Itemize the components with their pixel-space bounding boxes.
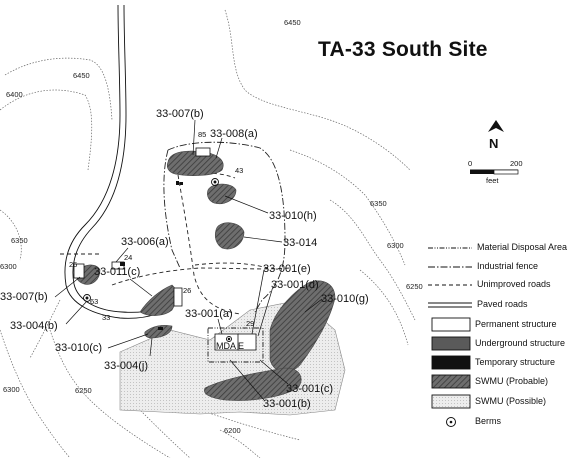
site-label-33-001e: 33-001(e) <box>263 263 311 275</box>
legend-label-temporary: Temporary structure <box>475 357 556 367</box>
contour-6300-bottom <box>0 329 71 458</box>
bldg-num-63: 63 <box>90 297 98 306</box>
bldg-num-85: 85 <box>198 130 206 139</box>
site-label-33-006a: 33-006(a) <box>121 236 169 248</box>
contour-label-6300-left: 6300 <box>0 262 17 271</box>
scale-start: 0 <box>468 159 472 168</box>
site-label-33-010h: 33-010(h) <box>269 210 317 222</box>
contour-label-6300-right: 6300 <box>387 241 404 250</box>
north-label: N <box>489 136 498 151</box>
contour-6350-right <box>289 149 406 266</box>
legend-symbol-swmu-possible <box>431 394 471 409</box>
legend-label-fence: Industrial fence <box>477 261 539 271</box>
legend-symbol-permanent <box>431 317 471 332</box>
contour-label-6350-left: 6350 <box>11 236 28 245</box>
legend-label-underground: Underground structure <box>475 338 566 348</box>
site-label-33-008a: 33-008(a) <box>210 128 258 140</box>
contour-lines <box>0 9 416 458</box>
legend-symbol-swmu-probable <box>431 374 471 389</box>
swmu-010h <box>207 183 237 205</box>
mda-label: MDA E <box>216 341 244 351</box>
swmu-004j <box>144 324 173 339</box>
contour-6400 <box>0 89 93 171</box>
unimproved-roads <box>60 172 291 315</box>
contour-6450-top <box>224 9 411 171</box>
contour-label-6300-bottom: 6300 <box>3 385 20 394</box>
bldg-num-43: 43 <box>235 166 243 175</box>
map-title: TA-33 South Site <box>318 38 488 61</box>
site-label-33-004j: 33-004(j) <box>104 360 148 372</box>
site-label-33-010c: 33-010(c) <box>55 342 102 354</box>
site-label-33-007b-top: 33-007(b) <box>156 108 204 120</box>
permanent-structures <box>73 147 257 351</box>
contour-extra-1 <box>29 299 61 359</box>
bldg-26 <box>173 287 183 307</box>
contour-label-6450-left: 6450 <box>73 71 90 80</box>
scale-unit: feet <box>486 176 499 185</box>
site-label-33-010g: 33-010(g) <box>321 293 369 305</box>
north-arrow: N <box>488 120 504 151</box>
scale-end: 200 <box>510 159 523 168</box>
contour-6350-left <box>0 209 22 261</box>
site-label-33-011c: 33-011(c) <box>94 266 140 278</box>
contour-label-6250-right: 6250 <box>406 282 423 291</box>
scale-bar: 0 200 feet <box>468 159 523 185</box>
legend-label-swmu-possible: SWMU (Possible) <box>475 396 547 406</box>
contour-6200-b <box>219 429 261 458</box>
legend-label-berms: Berms <box>475 416 502 426</box>
swmu-011c <box>139 284 177 316</box>
legend-symbols <box>428 247 472 427</box>
bldg-num-29: 29 <box>246 319 254 328</box>
contour-6300-right <box>329 199 416 321</box>
bldg-num-33: 33 <box>102 313 110 322</box>
temporary-structures <box>120 181 183 330</box>
bldg-num-26: 26 <box>183 286 191 295</box>
site-label-33-014: 33-014 <box>283 237 317 249</box>
leader-lines <box>54 119 323 401</box>
bldg-85 <box>195 147 211 157</box>
contour-6250-right <box>359 269 409 346</box>
contour-label-6400: 6400 <box>6 90 23 99</box>
contour-6450-left <box>4 57 113 121</box>
site-label-33-001b: 33-001(b) <box>263 398 311 410</box>
legend-symbol-temporary <box>431 355 471 370</box>
site-label-33-001a: 33-001(a) <box>185 308 233 320</box>
legend-symbol-berms <box>446 417 456 427</box>
bldg-num-25: 25 <box>69 260 77 269</box>
contour-label-6200: 6200 <box>224 426 241 435</box>
legend-label-swmu-probable: SWMU (Probable) <box>475 376 549 386</box>
contour-6250-bottom <box>49 329 171 458</box>
contour-extra-2 <box>129 399 191 458</box>
legend-label-paved: Paved roads <box>477 299 528 309</box>
contour-label-6450-top: 6450 <box>284 18 301 27</box>
site-label-33-001c: 33-001(c) <box>286 383 333 395</box>
bldg-mda <box>237 333 257 351</box>
swmu-014 <box>214 222 245 250</box>
site-label-33-001d: 33-001(d) <box>271 279 319 291</box>
contour-label-6350-right: 6350 <box>370 199 387 208</box>
swmu-probable-areas <box>76 150 336 401</box>
industrial-fence <box>163 141 286 313</box>
site-label-33-007b-left: 33-007(b) <box>0 291 48 303</box>
legend-label-unimproved: Unimproved roads <box>477 279 551 289</box>
bldg-num-24: 24 <box>124 253 132 262</box>
swmu-007b-top <box>166 150 224 176</box>
swmu-001c <box>204 367 302 401</box>
site-label-33-004b: 33-004(b) <box>10 320 58 332</box>
legend-label-permanent: Permanent structure <box>475 319 557 329</box>
legend-label-mda: Material Disposal Area <box>477 242 568 252</box>
contour-label-6250-mid: 6250 <box>75 386 92 395</box>
mda-boundary <box>207 327 264 363</box>
paved-road <box>64 4 179 319</box>
legend-symbol-underground <box>431 336 471 351</box>
